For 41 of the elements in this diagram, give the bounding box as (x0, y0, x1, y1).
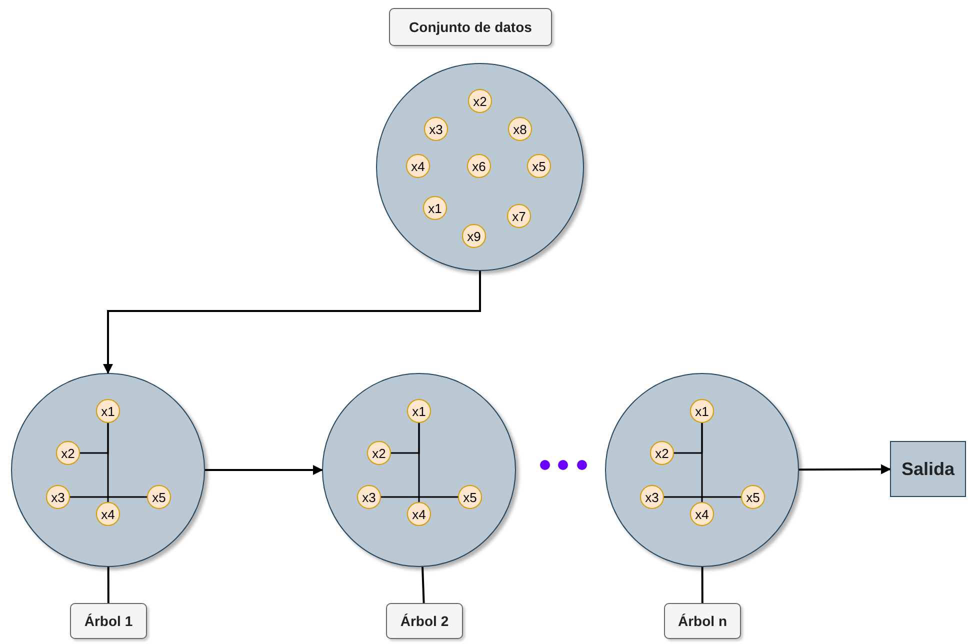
data-point: x5 (458, 485, 482, 509)
data-point: x1 (690, 399, 714, 423)
data-point: x1 (423, 196, 447, 220)
data-point: x2 (367, 441, 391, 465)
data-point: x3 (46, 485, 70, 509)
data-point: x2 (650, 441, 674, 465)
data-point: x3 (357, 485, 381, 509)
data-point: x6 (467, 154, 491, 178)
connector-line (391, 423, 420, 454)
data-point: x3 (424, 117, 448, 141)
data-point: x4 (407, 502, 431, 526)
output-box: Salida (890, 441, 966, 497)
arrow (103, 271, 481, 374)
connector-line (674, 423, 703, 454)
data-point: x5 (527, 154, 551, 178)
connector-line (80, 423, 109, 454)
data-point: x8 (508, 117, 532, 141)
connector-line (664, 496, 741, 498)
data-point: x2 (468, 89, 492, 113)
label-box: Árbol 2 (386, 603, 463, 639)
data-point: x5 (741, 485, 765, 509)
data-point: x4 (690, 502, 714, 526)
data-point: x2 (56, 441, 80, 465)
arrow (799, 464, 891, 474)
connector-line (422, 566, 425, 604)
data-point: x4 (96, 502, 120, 526)
connector-line (381, 496, 458, 498)
data-point: x5 (147, 485, 171, 509)
data-point: x4 (406, 154, 430, 178)
data-point: x3 (640, 485, 664, 509)
arrow (205, 465, 323, 475)
data-point: x1 (407, 399, 431, 423)
connector-line (70, 496, 147, 498)
label-box: Árbol 1 (70, 603, 147, 639)
connector-line (701, 567, 704, 603)
data-point: x9 (462, 224, 486, 248)
label-box: Árbol n (664, 603, 741, 639)
data-point: x1 (96, 399, 120, 423)
data-point: x7 (507, 204, 531, 228)
label-box: Conjunto de datos (389, 8, 552, 46)
connector-line (107, 567, 110, 603)
